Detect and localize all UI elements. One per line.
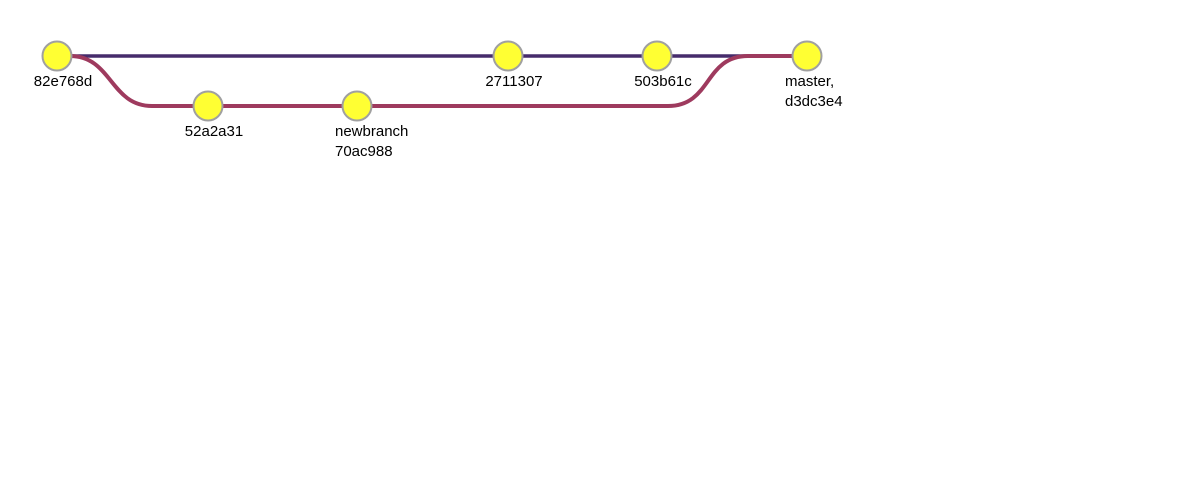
commit-node-d3dc3e4[interactable]: [791, 40, 823, 72]
commit-node-2711307[interactable]: [492, 40, 524, 72]
commit-label-d3dc3e4-line1: master,: [785, 73, 834, 90]
commit-label-70ac988-line2: 70ac988: [335, 143, 393, 160]
commit-label-82e768d: 82e768d: [34, 73, 92, 90]
commit-label-503b61c: 503b61c: [634, 73, 692, 90]
commit-label-2711307: 2711307: [485, 73, 542, 90]
commit-node-82e768d[interactable]: [41, 40, 73, 72]
commit-label-70ac988-line1: newbranch: [335, 123, 408, 140]
commit-node-503b61c[interactable]: [641, 40, 673, 72]
commit-label-d3dc3e4-line2: d3dc3e4: [785, 93, 843, 110]
commit-node-70ac988[interactable]: [341, 90, 373, 122]
commit-label-52a2a31: 52a2a31: [185, 123, 243, 140]
commit-node-52a2a31[interactable]: [192, 90, 224, 122]
branch-path-newbranch: [57, 54, 807, 108]
